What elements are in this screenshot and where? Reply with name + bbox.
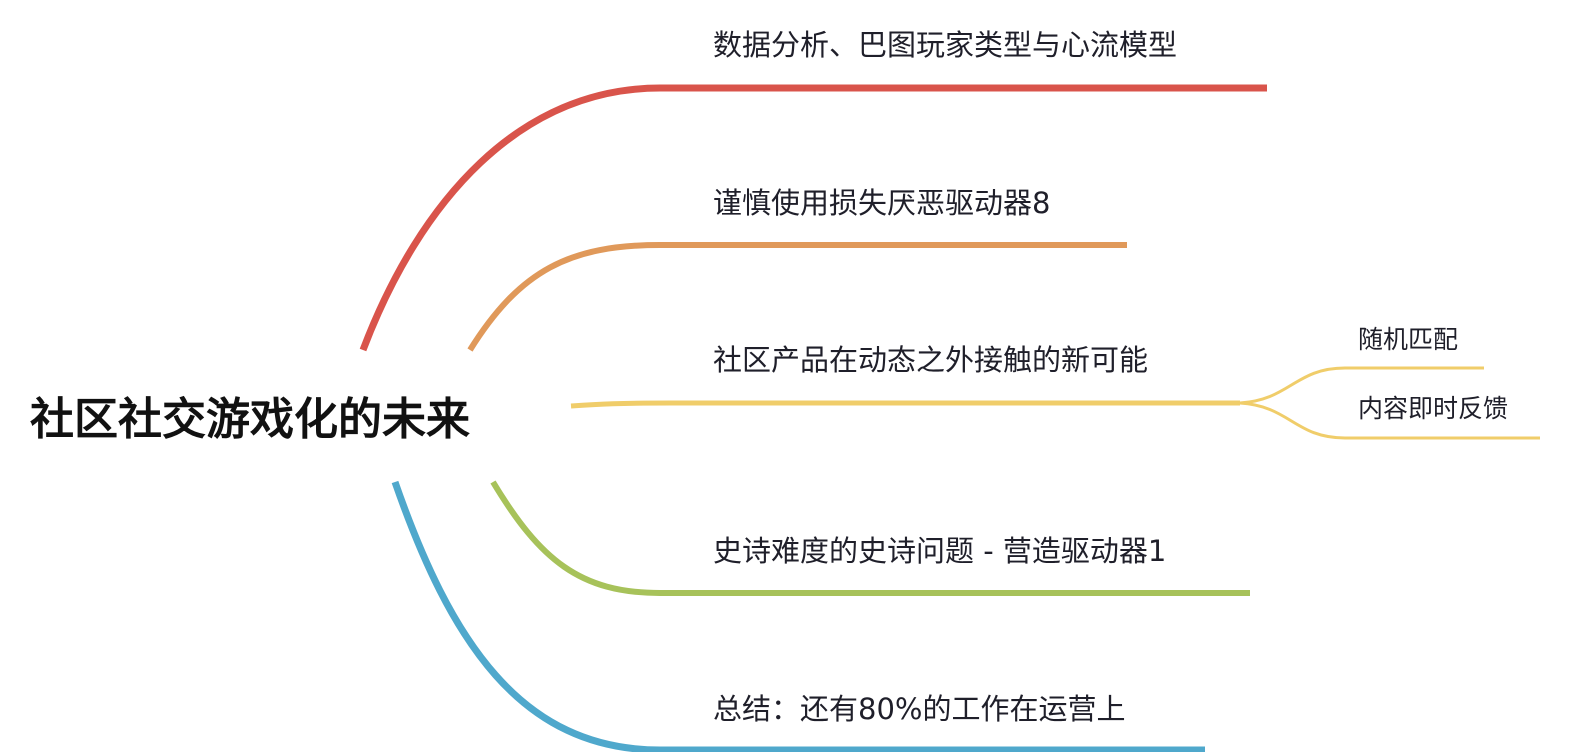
branch-label-data-analysis[interactable]: 数据分析、巴图玩家类型与心流模型	[713, 28, 1177, 62]
sub-label-instant-feedback[interactable]: 内容即时反馈	[1358, 394, 1508, 423]
branch-line-loss-aversion	[467, 242, 1127, 352]
branch-line-summary	[391, 480, 1205, 752]
branch-line-epic-challenge	[490, 480, 1250, 596]
sub-line-random-match	[1239, 366, 1484, 405]
branch-label-loss-aversion[interactable]: 谨慎使用损失厌恶驱动器8	[713, 186, 1050, 220]
root-topic[interactable]: 社区社交游戏化的未来	[30, 394, 470, 445]
branch-line-community-product	[570, 400, 1240, 409]
branch-label-summary[interactable]: 总结：还有80%的工作在运营上	[713, 692, 1125, 726]
branch-line-data-analysis	[359, 84, 1267, 352]
sub-label-random-match[interactable]: 随机匹配	[1358, 325, 1458, 354]
sub-line-instant-feedback	[1239, 401, 1540, 440]
branch-label-community-product[interactable]: 社区产品在动态之外接触的新可能	[713, 343, 1148, 377]
branch-label-epic-challenge[interactable]: 史诗难度的史诗问题 - 营造驱动器1	[713, 534, 1166, 568]
